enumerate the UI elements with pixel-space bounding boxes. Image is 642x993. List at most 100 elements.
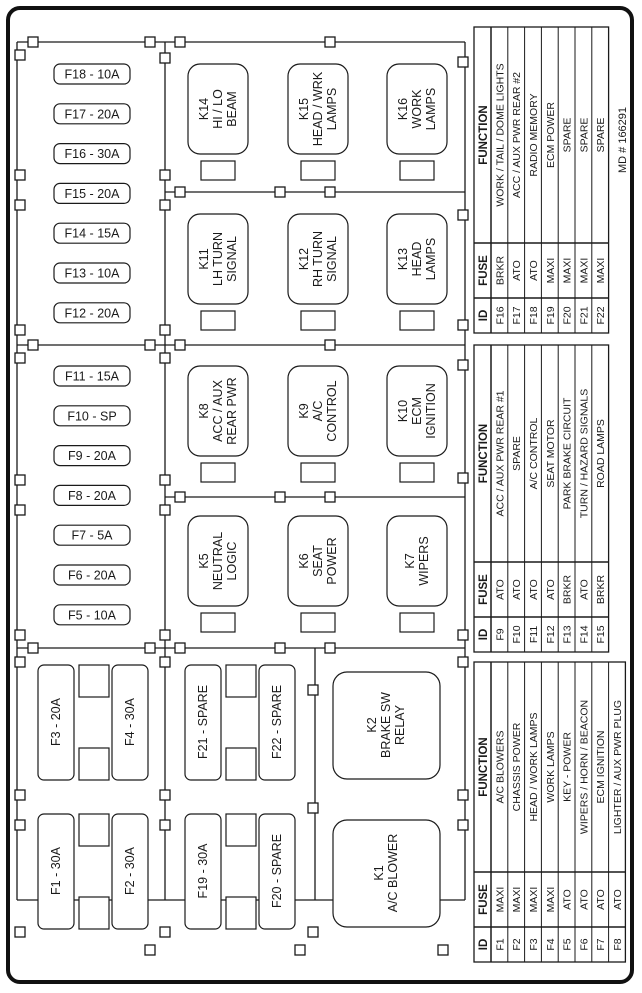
- cell-fuse: ATO: [511, 579, 523, 600]
- cell-id: F2: [511, 938, 523, 950]
- fuse-label: F14 - 15A: [65, 227, 121, 241]
- header-fuse: FUSE: [478, 255, 490, 286]
- clip-tab: [159, 474, 171, 486]
- clip-tab: [144, 36, 156, 48]
- relay-label: IGNITION: [424, 383, 438, 439]
- cell-function: A/C CONTROL: [528, 417, 540, 489]
- fuse-panel-outline: [14, 36, 469, 956]
- fuse-label: F10 - SP: [67, 409, 116, 423]
- fuse-terminal: [78, 747, 110, 781]
- relay-socket: [200, 462, 236, 483]
- outer-border: [6, 6, 634, 984]
- cell-fuse: ATO: [578, 889, 590, 910]
- relay-k14: [187, 63, 249, 155]
- relay-socket: [399, 462, 435, 483]
- relay-label: WORK: [410, 89, 424, 129]
- cell-fuse: ATO: [595, 889, 607, 910]
- clip-tab: [159, 656, 171, 668]
- fuse-label: F5 - 10A: [68, 608, 117, 622]
- cell-fuse: MAXI: [578, 258, 590, 284]
- clip-tab: [14, 789, 26, 801]
- cell-function: SPARE: [511, 436, 523, 471]
- cell-id: F13: [562, 625, 574, 643]
- fuse-slot: [53, 445, 131, 467]
- maxi-fuse-label: F22 - SPARE: [270, 685, 284, 759]
- fuse-terminal: [225, 664, 257, 698]
- relay-label: ECM: [410, 397, 424, 425]
- clip-tab: [307, 684, 319, 696]
- cell-fuse: ATO: [578, 579, 590, 600]
- cell-function: WORK LAMPS: [545, 731, 557, 802]
- relay-label: K7: [403, 553, 417, 568]
- clip-tab: [14, 629, 26, 641]
- cell-id: F3: [528, 938, 540, 950]
- relay-label: K14: [197, 98, 211, 120]
- relay-label: A/C: [311, 401, 325, 422]
- cell-function: A/C BLOWERS: [494, 731, 506, 804]
- relay-k13: [386, 213, 448, 305]
- maxi-fuse-label: F2 - 30A: [123, 846, 137, 895]
- cell-function: HEAD / WORK LAMPS: [528, 712, 540, 821]
- cell-id: F17: [511, 306, 523, 324]
- clip-tab: [174, 36, 186, 48]
- clip-tab: [457, 56, 469, 68]
- cell-id: F5: [562, 938, 574, 950]
- relay-socket: [300, 310, 336, 331]
- cell-id: F18: [528, 306, 540, 324]
- relay-socket: [200, 310, 236, 331]
- cell-fuse: BRKR: [595, 575, 607, 605]
- cell-id: F14: [578, 625, 590, 643]
- relay-k11: [187, 213, 249, 305]
- relay-label: K11: [197, 248, 211, 269]
- header-id: ID: [478, 939, 490, 951]
- relay-socket: [399, 310, 435, 331]
- clip-tab: [14, 199, 26, 211]
- relay-label: K8: [197, 403, 211, 418]
- cell-fuse: MAXI: [494, 887, 506, 913]
- relay-k1: [332, 819, 441, 928]
- clip-tab: [14, 504, 26, 516]
- maxi-fuse: [258, 664, 296, 781]
- cell-id: F1: [494, 938, 506, 950]
- fuse-label: F11 - 15A: [65, 370, 120, 384]
- clip-tab: [174, 642, 186, 654]
- clip-tab: [174, 186, 186, 198]
- clip-tab: [144, 339, 156, 351]
- fuse-label: F9 - 20A: [68, 449, 117, 463]
- clip-tab: [144, 642, 156, 654]
- maxi-fuse: [184, 664, 222, 781]
- cell-function: RADIO MEMORY: [528, 93, 540, 176]
- clip-tab: [457, 359, 469, 371]
- fuse-slot: [53, 63, 131, 85]
- maxi-fuse: [37, 664, 75, 781]
- maxi-fuse: [258, 813, 296, 930]
- clip-tab: [274, 186, 286, 198]
- fuse-terminal: [225, 896, 257, 930]
- fuse-slot: [53, 222, 131, 244]
- cell-fuse: ATO: [494, 579, 506, 600]
- fuse-slot: [53, 405, 131, 427]
- clip-tab: [159, 789, 171, 801]
- cell-function: SPARE: [578, 118, 590, 153]
- fuse-label: F16 - 30A: [65, 147, 121, 161]
- relay-k15: [287, 63, 349, 155]
- relay-k2: [332, 671, 441, 780]
- cell-function: WORK / TAIL / DOME LIGHTS: [494, 63, 506, 206]
- cell-function: TURN / HAZARD SIGNALS: [578, 389, 590, 519]
- fuse-label: F6 - 20A: [68, 569, 117, 583]
- relay-k9: [287, 365, 349, 457]
- relay-label: HEAD: [410, 242, 424, 277]
- maxi-fuse-label: F4 - 30A: [123, 697, 137, 746]
- cell-id: F11: [528, 626, 540, 643]
- clip-tab: [159, 324, 171, 336]
- clip-tab: [159, 52, 171, 64]
- relay-socket: [300, 160, 336, 181]
- clip-tab: [324, 642, 336, 654]
- clip-tab: [457, 789, 469, 801]
- relay-label: REAR PWR: [225, 377, 239, 444]
- relay-label: BRAKE SW: [379, 692, 393, 758]
- fuse-slot: [53, 524, 131, 546]
- maxi-fuse-label: F19 - 30A: [196, 843, 210, 899]
- maxi-fuse: [111, 813, 149, 930]
